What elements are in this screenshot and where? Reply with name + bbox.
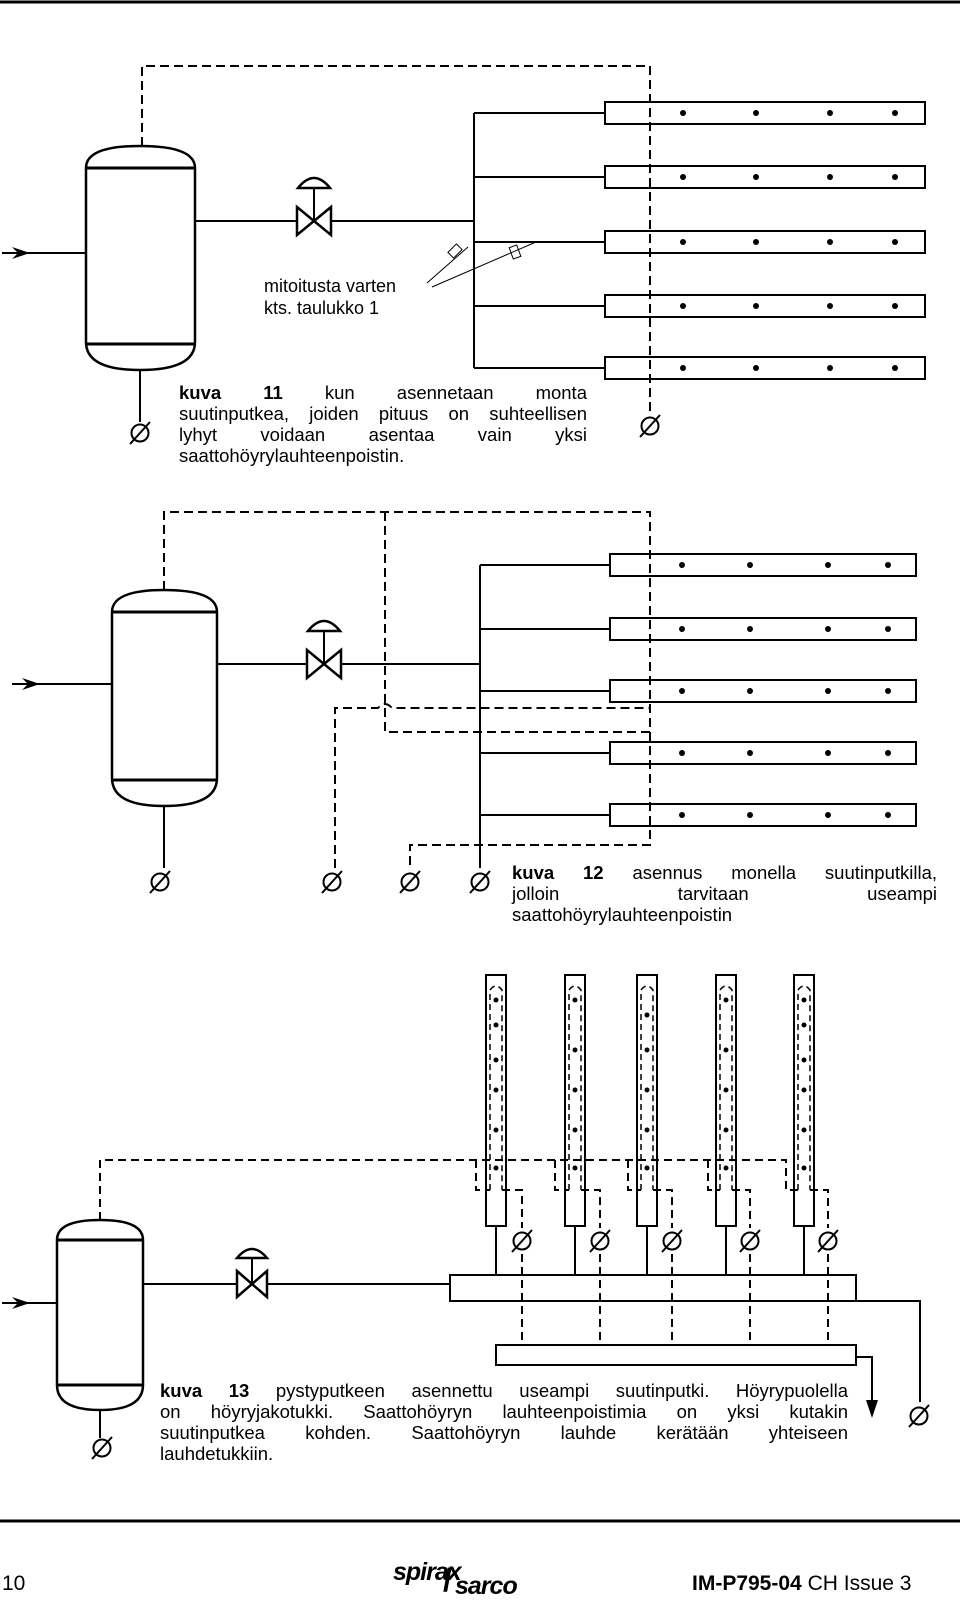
brand-word: spirax	[393, 1558, 462, 1586]
caption-line: lauhdetukkiin.	[160, 1443, 274, 1464]
caption-line: jolloin tarvitaan useampi	[512, 883, 937, 904]
brand-logo: spirax / sarco	[393, 1558, 549, 1600]
figure-label: kuva 11	[179, 382, 283, 403]
brand-word: sarco	[455, 1572, 518, 1600]
control-valve-1	[295, 176, 333, 238]
note-line: kts. taulukko 1	[264, 298, 380, 318]
brand-slash: /	[443, 1562, 452, 1598]
control-valve-3	[234, 1247, 270, 1300]
caption-line: suutinputkea, joiden pituus on suhteelli…	[179, 403, 587, 424]
separator-vessel-3	[55, 1218, 145, 1412]
separator-vessel-1	[84, 144, 197, 372]
caption-line: saattohöyrylauhteenpoistin.	[179, 445, 405, 466]
figure-caption: kuva 11 kun asennetaan monta suutinputke…	[179, 382, 587, 466]
figure-12-diagram	[12, 511, 917, 894]
caption-line: asennus monella suutinputkilla,	[632, 862, 938, 883]
caption-line: saattohöyrylauhteenpoistin	[512, 904, 733, 925]
steam-header	[449, 1274, 857, 1302]
condensate-collector	[495, 1344, 857, 1366]
steam-trap-icon	[129, 421, 151, 445]
page-number: 10	[2, 1572, 26, 1595]
document-reference: IM-P795-04 CH Issue 3	[692, 1572, 911, 1596]
figure-label: kuva 13	[160, 1380, 250, 1401]
nozzle-pipes-2	[609, 553, 917, 827]
caption-line: pystyputkeen asennettu useampi suutinput…	[275, 1380, 848, 1401]
separator-vessel-2	[110, 588, 219, 808]
document-code: IM-P795-04	[692, 1572, 802, 1595]
figure-11-diagram	[2, 65, 926, 445]
figure-caption: kuva 12 asennus monella suutinputkilla, …	[512, 862, 937, 925]
figure-label: kuva 12	[512, 862, 604, 883]
figure-13-diagram	[2, 974, 930, 1460]
figure-caption: kuva 13 pystyputkeen asennettu useampi s…	[160, 1380, 848, 1464]
control-valve-2	[305, 619, 343, 681]
document-issue: CH Issue 3	[807, 1572, 912, 1595]
note-line: mitoitusta varten	[264, 276, 397, 296]
caption-line: suutinputkea kohden. Saattohöyryn lauhde…	[160, 1422, 848, 1443]
nozzle-pipes-1	[604, 101, 926, 380]
caption-line: lyhyt voidaan asentaa vain yksi	[179, 424, 587, 445]
caption-line: on höyryjakotukki. Saattohöyryn lauhteen…	[160, 1401, 848, 1422]
caption-line: kun asennetaan monta	[324, 382, 587, 403]
sizing-note: mitoitusta varten kts. taulukko 1	[264, 275, 396, 319]
vertical-nozzle-pipes	[485, 974, 815, 1227]
